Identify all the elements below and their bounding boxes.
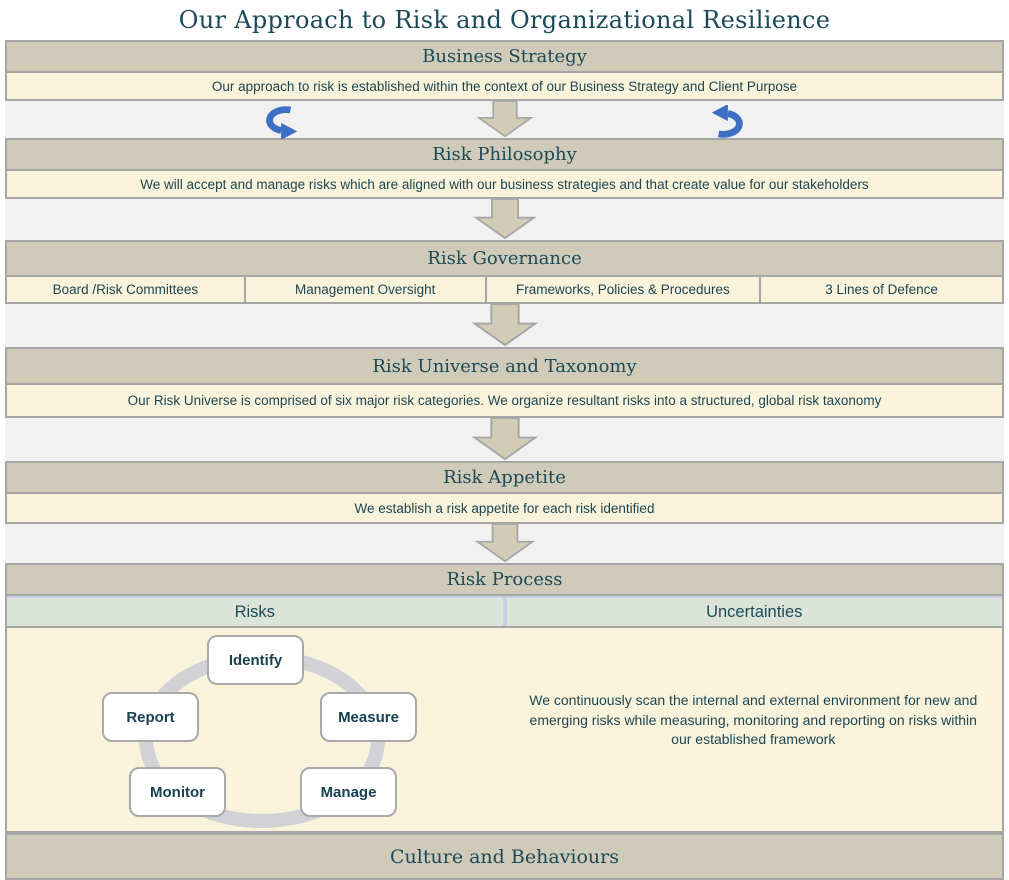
section-risk-process: Risk Process Risks Uncertainties Identif… [5,563,1004,833]
section-risk-governance: Risk Governance Board /Risk Committees M… [5,240,1004,304]
down-arrow-icon [471,304,538,347]
business-strategy-description: Our approach to risk is established with… [7,71,1002,99]
risk-governance-cells: Board /Risk Committees Management Oversi… [7,275,1002,302]
cycle-arrow-left-icon [266,106,298,139]
risk-philosophy-description: We will accept and manage risks which ar… [7,169,1002,197]
governance-cell: 3 Lines of Defence [759,277,1002,302]
risk-process-columns-header: Risks Uncertainties [7,594,1002,626]
column-header-risks: Risks [7,598,503,626]
down-arrow-icon [474,524,535,563]
flow-gap [5,524,1004,563]
risk-appetite-header: Risk Appetite [7,463,1002,492]
column-header-uncertainties: Uncertainties [506,598,1002,626]
risk-universe-header: Risk Universe and Taxonomy [7,349,1002,383]
down-arrow-icon [472,199,537,240]
uncertainties-description: We continuously scan the internal and ex… [529,691,978,748]
risk-universe-description: Our Risk Universe is comprised of six ma… [7,383,1002,416]
risk-process-body: Identify Measure Manage Monitor Report W… [7,626,1002,831]
governance-cell: Frameworks, Policies & Procedures [484,277,760,302]
cycle-node-identify: Identify [207,635,304,685]
risk-governance-header: Risk Governance [7,242,1002,275]
diagram-sheet: Business Strategy Our approach to risk i… [5,40,1004,880]
down-arrow-icon [475,101,534,138]
cycle-node-monitor: Monitor [129,767,226,817]
down-arrow-icon [471,418,538,461]
flow-gap [5,101,1004,139]
cycle-arrow-right-icon [711,105,743,138]
cycle-node-manage: Manage [300,767,397,817]
risk-cycle-diagram: Identify Measure Manage Monitor Report [7,628,505,831]
cycle-node-measure: Measure [320,692,417,742]
flow-gap [5,418,1004,461]
risk-philosophy-header: Risk Philosophy [7,140,1002,169]
governance-cell: Board /Risk Committees [52,282,199,297]
cycle-node-report: Report [102,692,199,742]
governance-cell: Management Oversight [243,277,485,302]
risk-process-header: Risk Process [7,565,1002,594]
flow-gap [5,199,1004,240]
flow-gap [5,304,1004,347]
business-strategy-header: Business Strategy [7,42,1002,71]
uncertainties-panel: We continuously scan the internal and ex… [505,628,1003,831]
culture-and-behaviours-band: Culture and Behaviours [5,833,1004,880]
section-business-strategy: Business Strategy Our approach to risk i… [5,40,1004,101]
risk-appetite-description: We establish a risk appetite for each ri… [7,492,1002,522]
section-risk-philosophy: Risk Philosophy We will accept and manag… [5,138,1004,199]
page-title: Our Approach to Risk and Organizational … [178,6,831,34]
section-risk-appetite: Risk Appetite We establish a risk appeti… [5,461,1004,524]
section-risk-universe: Risk Universe and Taxonomy Our Risk Univ… [5,347,1004,418]
